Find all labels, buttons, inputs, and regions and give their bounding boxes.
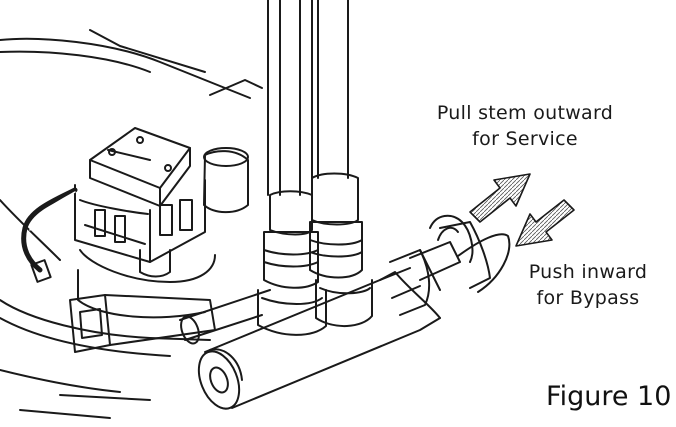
brine-tank-lid bbox=[203, 79, 263, 214]
bypass-instruction-line2: for Bypass bbox=[536, 287, 640, 309]
bypass-valve-body bbox=[179, 249, 441, 410]
service-instruction-line1: Pull stem outward bbox=[436, 102, 614, 124]
inward-arrow-icon bbox=[515, 199, 575, 247]
wire-harness bbox=[21, 187, 78, 283]
mounting-plate bbox=[69, 294, 216, 353]
bypass-instruction-line1: Push inward bbox=[528, 261, 648, 283]
service-instruction: Pull stem outward for Service bbox=[420, 100, 630, 152]
figure-caption: Figure 10 bbox=[546, 381, 672, 412]
service-instruction-line2: for Service bbox=[472, 128, 578, 150]
supply-pipes bbox=[257, 0, 373, 336]
bypass-stem-handle bbox=[409, 214, 511, 293]
bypass-instruction: Push inward for Bypass bbox=[512, 259, 664, 311]
control-valve-head bbox=[74, 127, 216, 319]
outward-arrow-icon bbox=[469, 173, 531, 223]
